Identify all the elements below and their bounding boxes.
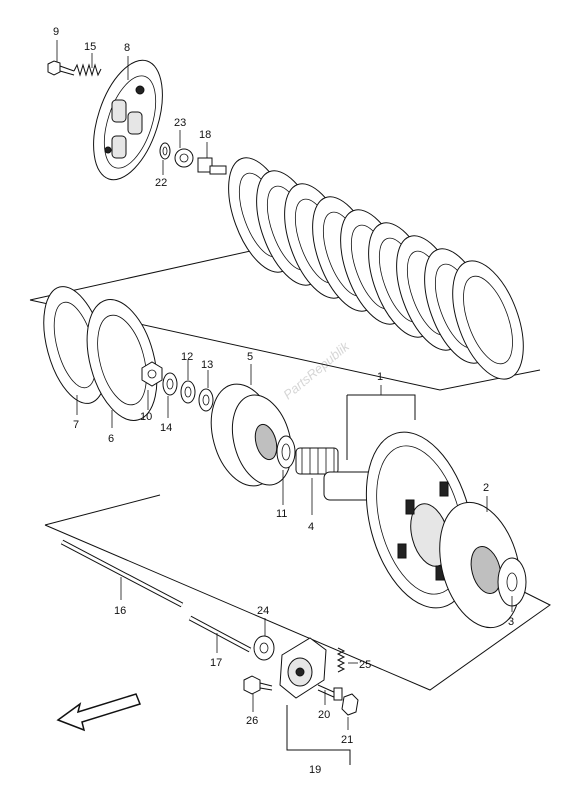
callout-label: 26 — [246, 715, 258, 727]
callout-label: 6 — [108, 433, 114, 445]
part-21-nut — [341, 693, 359, 716]
clutch-plate-stack — [228, 157, 524, 380]
callout-label: 10 — [140, 411, 152, 423]
part-5-sleeve-hub — [210, 383, 293, 487]
callout-label: 12 — [181, 351, 193, 363]
watermark: PartsRepublik — [280, 338, 353, 402]
part-9-bolt — [47, 60, 75, 76]
callout-label: 17 — [210, 657, 222, 669]
callout-label: 21 — [341, 734, 353, 746]
part-2-gear — [439, 501, 521, 629]
part-19-release-assembly — [279, 637, 327, 699]
callout-label: 25 — [359, 659, 371, 671]
front-direction-arrow-icon — [56, 693, 141, 732]
callout-label: 13 — [201, 359, 213, 371]
part-25-spring — [336, 647, 346, 673]
part-14-washer — [162, 372, 178, 396]
part-22-washer — [159, 142, 171, 160]
group-outline-lower — [44, 494, 551, 691]
part-13-washer — [198, 388, 214, 412]
callout-label: 14 — [160, 422, 172, 434]
callout-label: 4 — [308, 521, 314, 533]
callout-label: 20 — [318, 709, 330, 721]
callout-label: 7 — [73, 419, 79, 431]
part-20-screw — [317, 684, 343, 701]
part-11-washer — [276, 435, 296, 469]
callout-label: 24 — [257, 605, 269, 617]
callout-label: 23 — [174, 117, 186, 129]
callout-label: 1 — [377, 371, 383, 383]
part-15-spring — [73, 63, 102, 77]
part-26-bolt — [243, 675, 273, 695]
part-18-push-piece — [197, 157, 227, 175]
callout-label: 3 — [508, 616, 514, 628]
part-12-washer — [180, 380, 196, 404]
callout-label: 5 — [247, 351, 253, 363]
part-17-push-rod — [188, 615, 252, 653]
part-24-oil-seal — [253, 635, 275, 661]
callout-label: 15 — [84, 41, 96, 53]
part-10-nut — [141, 361, 163, 387]
callout-label: 19 — [309, 764, 321, 776]
part-19-bracket — [286, 705, 351, 765]
callout-label: 22 — [155, 177, 167, 189]
part-23-bearing — [174, 148, 194, 168]
callout-label: 18 — [199, 129, 211, 141]
part-16-push-rod — [60, 539, 184, 608]
part-8-pressure-plate — [93, 59, 163, 181]
part-1-bracket — [346, 394, 416, 460]
part-4-needle-bearing — [295, 447, 339, 475]
callout-label: 11 — [276, 508, 287, 520]
part-6-plate — [86, 299, 158, 421]
callout-label: 9 — [53, 26, 59, 38]
callout-label: 2 — [483, 482, 489, 494]
callout-label: 16 — [114, 605, 126, 617]
callout-label: 8 — [124, 42, 130, 54]
